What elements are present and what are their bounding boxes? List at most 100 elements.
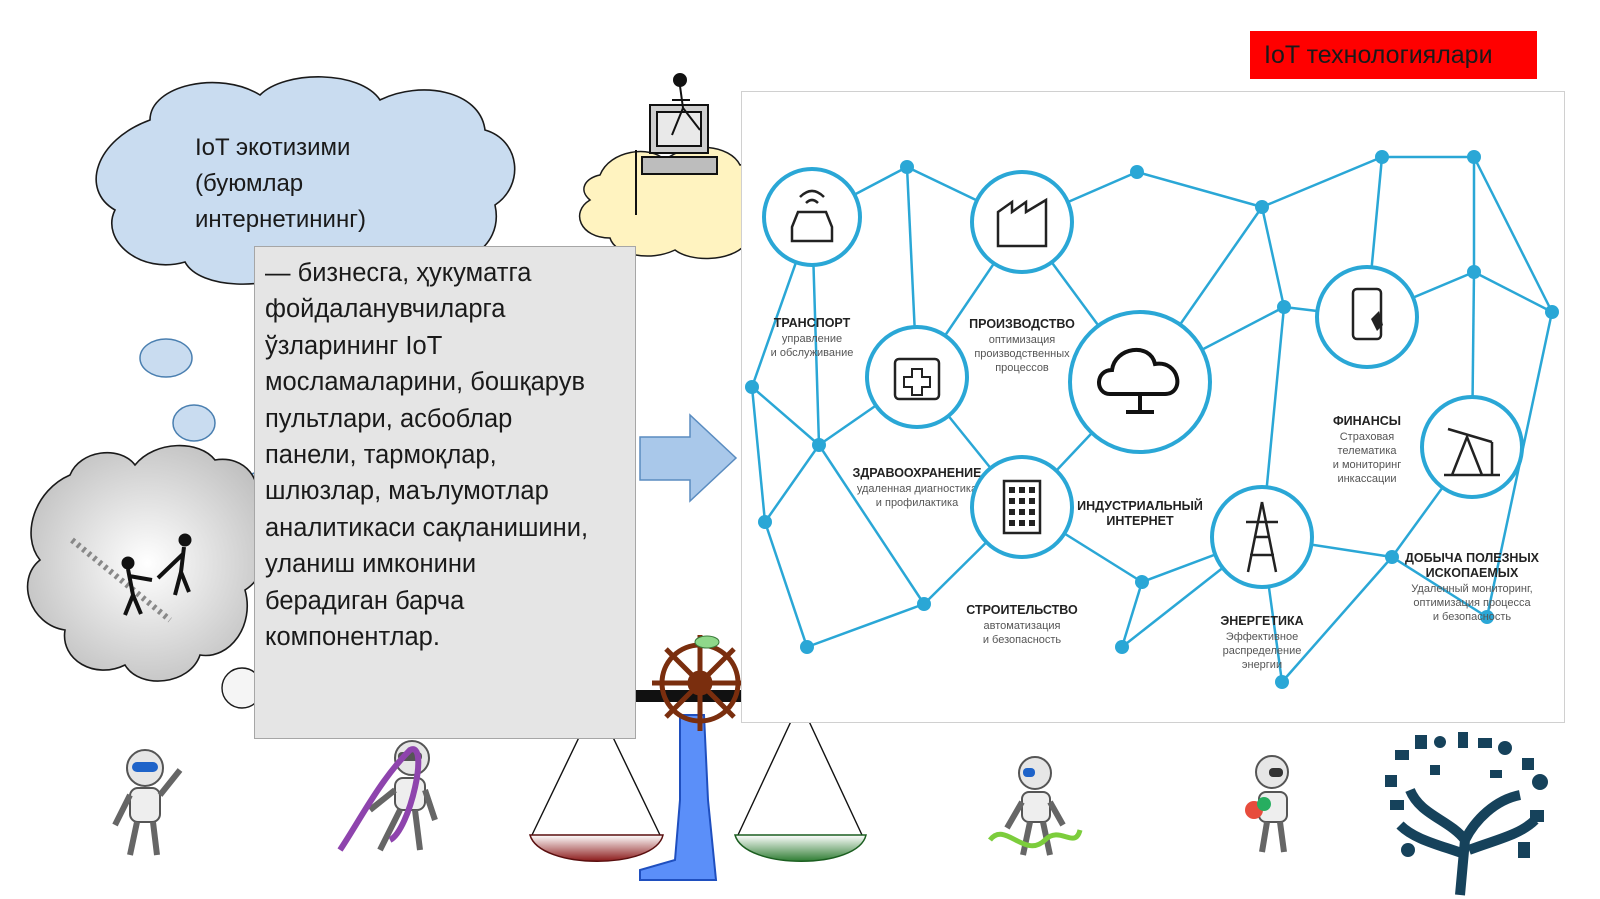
ecosystem-title: IoT экотизими (буюмлар интернетининг): [195, 130, 445, 238]
definition-line: шлюзлар, маълумотлар: [265, 477, 549, 506]
smartphone-touch-icon: [1351, 287, 1383, 341]
network-edge: [1473, 270, 1553, 314]
network-node-sublabel: оптимизация процесса: [1413, 597, 1531, 609]
network-dot: [1130, 165, 1144, 179]
network-node-sublabel: энергии: [1242, 659, 1282, 671]
oil-pump-icon: [1444, 427, 1500, 477]
network-edge: [1261, 155, 1383, 209]
network-node-sublabel: Страховая: [1340, 431, 1395, 443]
network-node-production: ПРОИЗВОДСТВОоптимизацияпроизводственныхп…: [969, 170, 1075, 374]
thought-bubble-1: [139, 338, 193, 378]
network-node-circle: [762, 167, 862, 267]
network-node-sublabel: инкассации: [1337, 473, 1396, 485]
network-node-circle: [1068, 310, 1212, 454]
network-node-label: ИНТЕРНЕТ: [1106, 514, 1174, 528]
network-edge: [751, 386, 820, 446]
network-dot: [917, 597, 931, 611]
network-edge: [763, 444, 821, 523]
definition-box: — бизнесга, ҳукуматга фойдаланувчиларга …: [254, 246, 636, 739]
network-dot: [1467, 265, 1481, 279]
network-dot: [1480, 610, 1494, 624]
power-tower-icon: [1246, 501, 1278, 573]
network-node-label: ИСКОПАЕМЫХ: [1426, 566, 1519, 580]
network-dot: [1545, 305, 1559, 319]
network-dot: [1135, 575, 1149, 589]
robot-waving-icon: [112, 749, 183, 856]
network-dot: [1385, 550, 1399, 564]
network-node-sublabel: распределение: [1223, 645, 1302, 657]
network-dot: [1275, 675, 1289, 689]
network-node-sublabel: процессов: [995, 362, 1049, 374]
network-dot: [1467, 150, 1481, 164]
network-node-sublabel: оптимизация: [989, 334, 1056, 346]
network-edge: [806, 602, 925, 649]
network-node-label: ЭНЕРГЕТИКА: [1220, 614, 1303, 628]
network-dot: [800, 640, 814, 654]
network-node-sublabel: и обслуживание: [771, 347, 854, 359]
definition-line: пультлари, асбоблар: [265, 404, 513, 433]
cloud-network-icon: [1097, 347, 1180, 414]
network-node-sublabel: удаленная диагностика: [857, 483, 978, 495]
network-node-label: СТРОИТЕЛЬСТВО: [966, 603, 1078, 617]
network-node-sublabel: и безопасность: [983, 634, 1062, 646]
network-edge: [1281, 556, 1393, 683]
network-dot: [900, 160, 914, 174]
iot-tree-icon: [1385, 732, 1548, 896]
network-edge: [1391, 555, 1488, 619]
definition-line: компонентлар.: [265, 623, 440, 652]
car-wifi-icon: [790, 189, 834, 243]
definition-line: мосламаларини, бошқарув: [265, 368, 585, 397]
factory-icon: [996, 197, 1048, 248]
robot-measuring-icon: [988, 756, 1083, 856]
network-edge: [750, 386, 767, 523]
network-node-sublabel: и безопасность: [1433, 611, 1512, 623]
network-node-sublabel: Эффективное: [1226, 631, 1298, 643]
network-node-health: ЗДРАВООХРАНЕНИЕ удаленная диагностика и пр…: [852, 325, 982, 509]
definition-line: панели, тармоқлар,: [265, 441, 497, 470]
title-badge: IoT технологиялари: [1250, 31, 1537, 79]
network-edge: [1260, 206, 1286, 308]
network-node-sublabel: Удаленный мониторинг,: [1411, 583, 1532, 595]
network-node-sublabel: и профилактика: [876, 497, 959, 509]
network-node-label: ДОБЫЧА ПОЛЕЗНЫХ: [1405, 551, 1540, 565]
network-dot: [812, 438, 826, 452]
network-node-energy: ЭНЕРГЕТИКА Эффективное распределение энерги…: [1210, 485, 1314, 671]
building-icon: [1002, 479, 1042, 535]
right-arrow-icon: [639, 413, 738, 503]
ship-wheel-icon: [652, 635, 748, 731]
ecosystem-title-line: IoT экотизими: [195, 134, 351, 161]
thought-cloud-computer: [579, 73, 781, 260]
definition-line: аналитикаси сақланишини,: [265, 513, 589, 542]
network-edge: [817, 444, 926, 605]
network-dot: [1277, 300, 1291, 314]
robot-holding-icon: [1245, 755, 1289, 853]
network-edge: [1136, 170, 1263, 209]
ecosystem-title-line: (буюмлар: [195, 170, 304, 197]
network-node-circle: [970, 455, 1074, 559]
medical-kit-icon: [893, 357, 941, 401]
network-edge: [763, 521, 809, 648]
network-node-transport: ТРАНСПОРТ управление и обслуживание: [762, 167, 862, 359]
network-dots: [745, 150, 1559, 689]
network-node-label: ТРАНСПОРТ: [774, 316, 851, 330]
network-dot: [758, 515, 772, 529]
network-node-sublabel: и мониторинг: [1333, 459, 1401, 471]
network-edge: [1120, 581, 1144, 648]
network-dot: [1255, 200, 1269, 214]
network-node-circle: [970, 170, 1074, 274]
network-node-label: ИНДУСТРИАЛЬНЫЙ: [1077, 498, 1203, 513]
network-node-label: ПРОИЗВОДСТВО: [969, 317, 1075, 331]
definition-line: — бизнесга, ҳукуматга: [265, 259, 532, 287]
definition-line: ўзларининг IoT: [265, 331, 443, 360]
network-node-sublabel: управление: [782, 333, 842, 345]
network-node-circle: [1315, 265, 1419, 369]
network-node-label: ЗДРАВООХРАНЕНИЕ: [852, 466, 981, 480]
network-dot: [1115, 640, 1129, 654]
definition-text: — бизнесга, ҳукуматга фойдаланувчиларга …: [265, 255, 625, 655]
